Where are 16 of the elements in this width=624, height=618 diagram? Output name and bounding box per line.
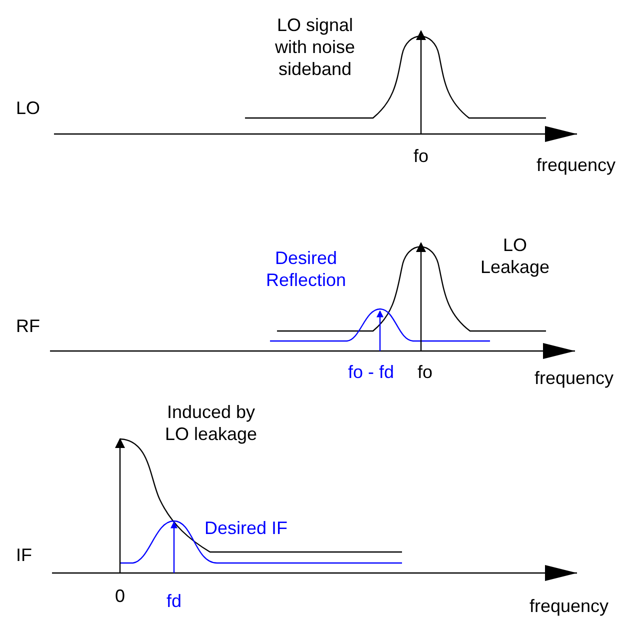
tick-label: 0	[114, 585, 126, 607]
axis-label: LO	[14, 97, 41, 119]
annotation: Induced by LO leakage	[164, 401, 258, 445]
axis-title: frequency	[533, 367, 615, 389]
annotation: LO signal with noise sideband	[274, 14, 356, 80]
axis-label: IF	[15, 544, 33, 566]
axis-label: RF	[15, 315, 41, 337]
tick-label: fo	[412, 145, 430, 167]
tick-label: fd	[165, 590, 182, 612]
tick-label: fo - fd	[346, 361, 396, 383]
annotation: LO Leakage	[479, 234, 551, 278]
tick-label: fo	[416, 361, 434, 383]
annotation: Desired IF	[203, 517, 289, 539]
axis-title: frequency	[528, 595, 610, 617]
annotation: Desired Reflection	[264, 247, 348, 291]
axis-title: frequency	[535, 154, 617, 176]
